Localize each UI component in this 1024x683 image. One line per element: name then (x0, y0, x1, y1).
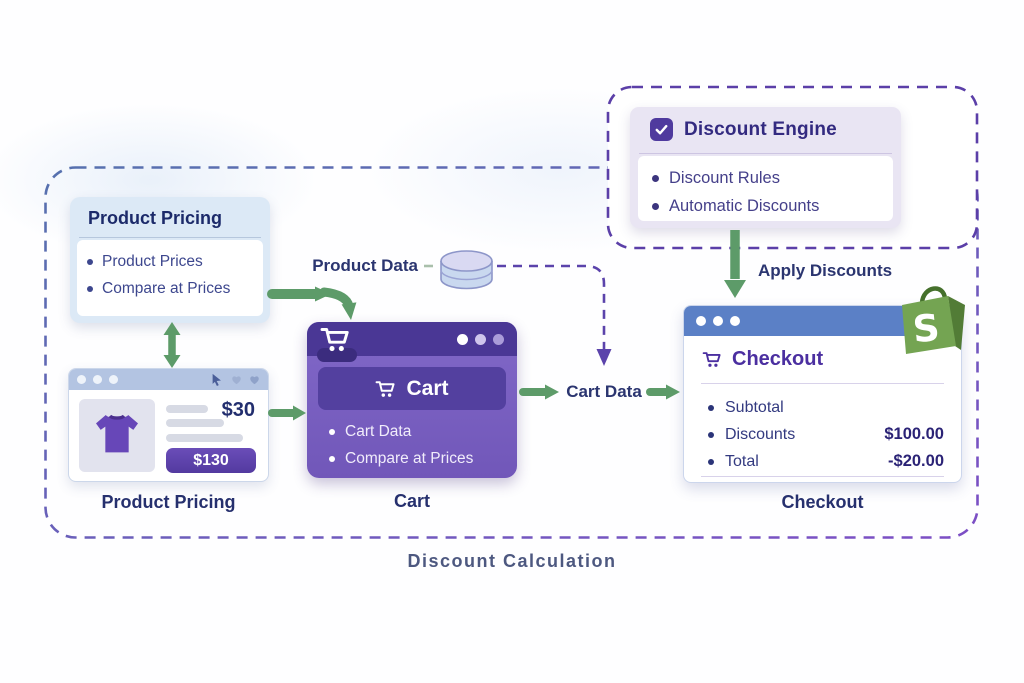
checkbox-icon (650, 118, 673, 141)
list-item-label: Product Prices (102, 252, 203, 270)
discount-engine-title: Discount Engine (684, 118, 837, 140)
divider (79, 237, 261, 238)
cart-header: Cart (318, 367, 506, 410)
check-icon (655, 125, 668, 135)
list-item: Compare at Prices (329, 445, 509, 472)
discount-engine-list: Discount Rules Automatic Discounts (638, 156, 893, 221)
arrow-cartdata-to-checkout (646, 384, 680, 400)
database-icon (440, 250, 493, 290)
product-image (79, 399, 155, 472)
arrow-pricing-to-cart (267, 286, 357, 320)
list-item-label: Automatic Discounts (669, 196, 820, 215)
summary-row: Subtotal (708, 394, 944, 421)
product-pricing-list: Product Prices Compare at Prices (77, 240, 263, 316)
window-dot (77, 375, 86, 384)
tshirt-icon (89, 408, 145, 464)
window-dot (457, 334, 468, 345)
product-data-label: Product Data (312, 256, 418, 275)
heart-icon (231, 375, 242, 385)
bullet-dot (652, 174, 659, 182)
window-dot (493, 334, 504, 345)
window-dot (696, 316, 706, 326)
list-item-label: Compare at Prices (345, 449, 474, 467)
bullet-dot (329, 428, 335, 435)
list-item: Cart Data (329, 418, 509, 445)
checkout-title: Checkout (732, 348, 824, 370)
row-label: Subtotal (725, 398, 784, 416)
window-dot (93, 375, 102, 384)
bullet-dot (708, 458, 714, 465)
product-price: $30 (221, 399, 255, 421)
heart-icon (249, 375, 260, 385)
product-pricing-card: Product Pricing Product Prices Compare a… (70, 197, 270, 323)
checkout-titlebar (684, 306, 961, 336)
window-dot (475, 334, 486, 345)
cart-icon (375, 380, 397, 398)
window-dot (730, 316, 740, 326)
checkout-summary: Subtotal Discounts $100.00 Total -$20.00 (708, 394, 944, 475)
row-value: -$20.00 (888, 452, 944, 470)
product-pricing-title: Product Pricing (88, 208, 223, 228)
divider (701, 476, 944, 477)
cart-caption: Cart (393, 491, 430, 511)
summary-row: Discounts $100.00 (708, 421, 944, 448)
divider (701, 383, 944, 384)
cursor-icon (210, 373, 224, 387)
row-value: $100.00 (884, 425, 944, 443)
text-skeleton (166, 419, 224, 427)
apply-discounts-label: Apply Discounts (757, 261, 893, 280)
text-skeleton (166, 434, 243, 442)
product-window-caption: Product Pricing (101, 492, 236, 512)
arrow-window-to-cart (268, 405, 306, 421)
row-label: Discounts (725, 425, 796, 443)
window-dot (713, 316, 723, 326)
discount-engine-header: Discount Engine (630, 107, 901, 152)
arrow-pricing-window-sync (163, 322, 181, 368)
cart-icon (702, 351, 723, 368)
divider (639, 153, 892, 154)
bullet-dot (87, 258, 93, 265)
arrow-engine-to-checkout (724, 230, 746, 298)
browser-titlebar (69, 369, 268, 390)
list-item: Product Prices (87, 248, 263, 275)
bullet-dot (329, 455, 335, 462)
checkout-header: Checkout (702, 348, 823, 371)
list-item: Discount Rules (652, 164, 893, 192)
summary-row: Total -$20.00 (708, 448, 944, 475)
cart-data-label: Cart Data (566, 382, 642, 401)
list-item-label: Discount Rules (669, 168, 780, 187)
bullet-dot (87, 285, 93, 292)
bullet-dot (652, 202, 659, 210)
bullet-dot (708, 404, 714, 411)
list-item-label: Compare at Prices (102, 279, 231, 297)
text-skeleton (166, 405, 208, 413)
cart-title: Cart (406, 376, 449, 400)
row-label: Total (725, 452, 759, 470)
list-item: Compare at Prices (87, 275, 263, 302)
cart-card: Cart Cart Data Compare at Prices (307, 322, 517, 478)
list-item-label: Cart Data (345, 422, 412, 440)
compare-at-price-button[interactable]: $130 (166, 448, 256, 473)
list-item: Automatic Discounts (652, 192, 893, 220)
checkout-caption: Checkout (781, 492, 864, 512)
diagram-caption: Discount Calculation (407, 551, 617, 571)
cart-titlebar (307, 322, 517, 362)
window-dots (457, 334, 504, 345)
product-browser-window: $30 $130 (68, 368, 269, 482)
window-dot (109, 375, 118, 384)
cart-icon (320, 326, 352, 353)
bullet-dot (708, 431, 714, 438)
checkout-window: Checkout Subtotal Discounts $100.00 Tota… (683, 305, 962, 483)
cart-list: Cart Data Compare at Prices (329, 418, 509, 472)
discount-engine-card: Discount Engine Discount Rules Automatic… (630, 107, 901, 228)
